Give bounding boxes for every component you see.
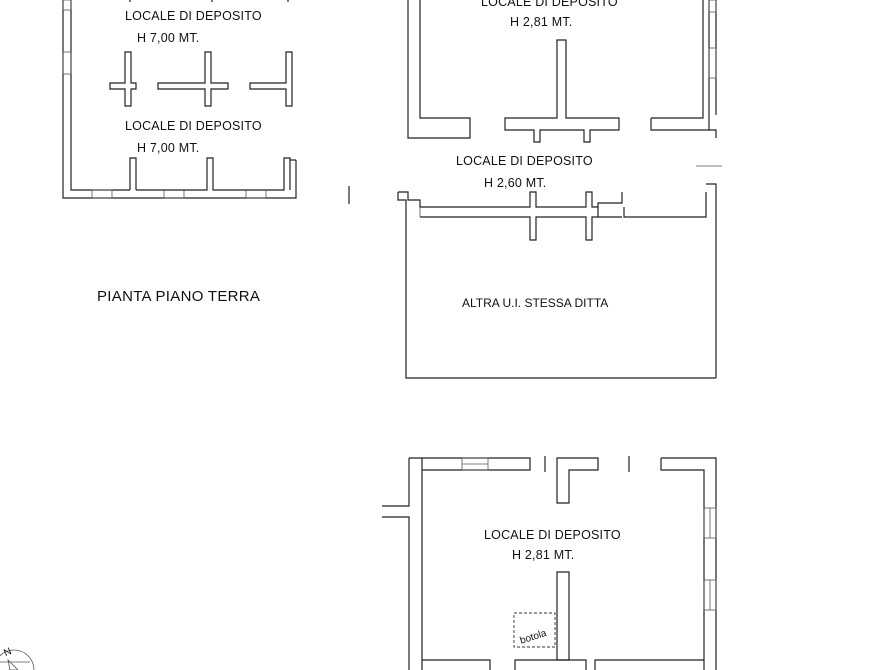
hatch-box [513,612,556,648]
building-bottom [382,456,717,670]
window-bottom-2 [163,189,185,199]
room-height-tr-upper: H 2,81 MT. [510,15,572,29]
room-height-bottom: H 2,81 MT. [512,548,574,562]
window-bottom-1 [91,189,113,199]
building-top-right [407,0,722,167]
room-label-tr-upper: LOCALE DI DEPOSITO [481,0,618,9]
hatch-label: botola [519,628,549,647]
plan-title: PIANTA PIANO TERRA [97,288,260,305]
room-height-corridor: H 2,60 MT. [484,176,546,190]
room-label-tl-lower: LOCALE DI DEPOSITO [125,119,262,133]
compass-icon [0,649,35,670]
room-label-tl-upper: LOCALE DI DEPOSITO [125,9,262,23]
room-height-tl-lower: H 7,00 MT. [137,141,199,155]
other-unit-block [397,183,717,379]
other-unit-label: ALTRA U.I. STESSA DITTA [462,296,608,310]
room-height-tl-upper: H 7,00 MT. [137,31,199,45]
room-label-bottom: LOCALE DI DEPOSITO [484,528,621,542]
building-top-left [62,0,297,199]
window-bottom-3 [245,189,267,199]
room-label-corridor: LOCALE DI DEPOSITO [456,154,593,168]
window-right-upper [708,47,717,79]
compass-north-label: N [2,646,13,659]
